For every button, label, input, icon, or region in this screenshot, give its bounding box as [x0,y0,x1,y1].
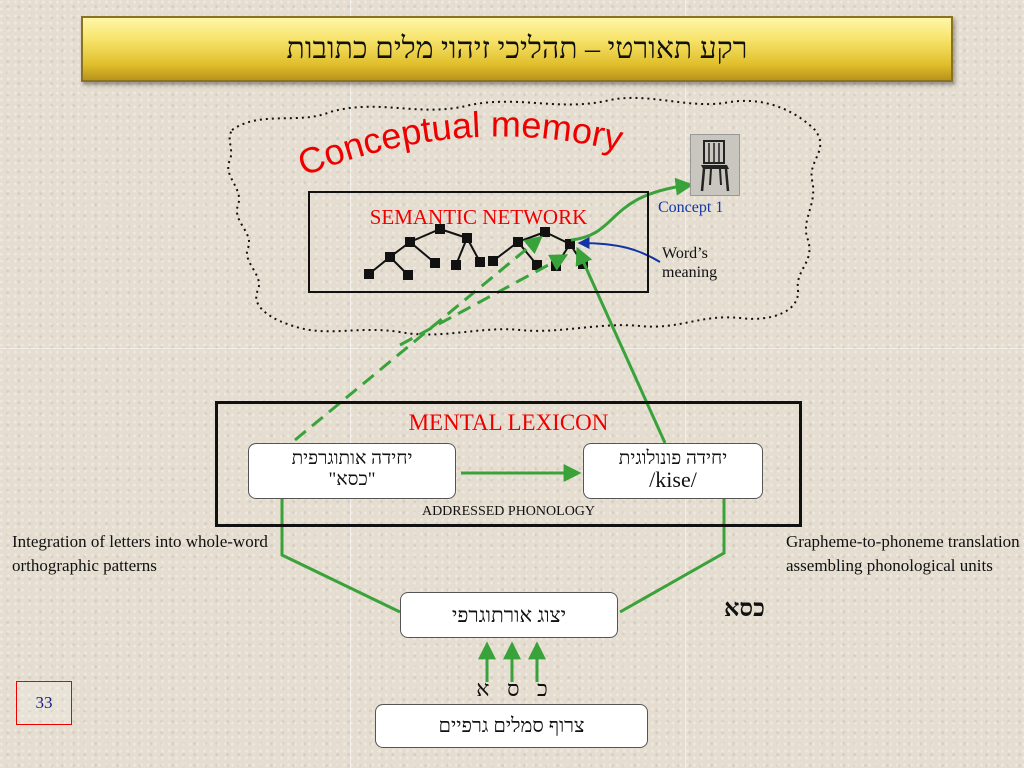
grid-line [0,348,1024,349]
target-word: כסא [724,596,765,622]
right-route-line [619,499,726,614]
phonology-to-network-arrow [575,246,667,444]
grid-line [350,0,351,768]
page-number: 33 [16,681,72,725]
grid-line [685,0,686,768]
concept-link-arrow [570,177,694,242]
word-meaning-label: Word’s meaning [662,245,718,281]
orthographic-unit: יחידה אותוגרפית "כסא" [248,443,456,499]
semantic-network-box: SEMANTIC NETWORK [308,191,649,293]
conceptual-memory-cloud [227,96,822,336]
concept-label: Concept 1 [658,199,724,216]
orthography-to-network-dashed-arrow-1 [294,235,543,442]
semantic-network-title: SEMANTIC NETWORK [369,205,588,229]
semantic-network-graph [364,224,588,280]
letters-row: כ ס א [476,676,554,701]
mental-lexicon-title: MENTAL LEXICON [408,410,609,435]
orthography-to-network-dashed-arrow-2 [399,254,569,347]
phonological-unit-label: יחידה פונולוגית [618,448,728,469]
left-route-line [280,499,401,614]
addressed-phonology-label: ADDRESSED PHONOLOGY [421,504,596,519]
word-meaning-pointer [577,237,661,263]
slide-title: רקע תאורטי – תהליכי זיהוי מלים כתובות [81,16,953,82]
mental-lexicon-box: MENTAL LEXICON ADDRESSED PHONOLOGY [215,401,802,527]
phonological-unit: יחידה פונולוגית /kise/ [583,443,763,499]
right-route-note: Grapheme-to-phoneme translation assembli… [786,532,1020,575]
conceptual-memory-text: Conceptual memory [292,103,627,183]
left-route-note: Integration of letters into whole-word o… [12,532,268,575]
graphic-symbols-box: צרוף סמלים גרפיים [375,704,648,748]
phonological-unit-transcription: /kise/ [649,467,697,492]
orthographic-display: יצוג אורתוגרפי [400,592,618,638]
conceptual-memory-label: Conceptual memory [292,103,627,183]
chair-icon [690,134,740,196]
orthographic-unit-word: "כסא" [328,469,376,490]
orthographic-unit-label: יחידה אותוגרפית [291,448,413,469]
